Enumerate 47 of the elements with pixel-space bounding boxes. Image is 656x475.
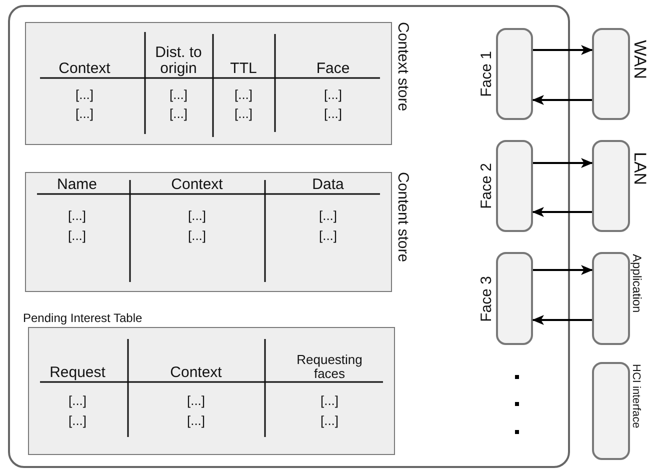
interface-label: WAN xyxy=(630,40,649,80)
arrow xyxy=(532,315,592,325)
table-cell: [...] xyxy=(234,88,253,102)
table-cell: [...] xyxy=(324,88,342,102)
table-cell: [...] xyxy=(188,228,206,243)
interface-label: LAN xyxy=(630,152,649,186)
arrow xyxy=(533,45,593,55)
column-header: TTL xyxy=(229,60,258,76)
table-cell: [...] xyxy=(68,228,86,243)
table-cell: [...] xyxy=(68,208,86,223)
interface-label: HCI interface xyxy=(630,364,642,428)
table-cell: [...] xyxy=(320,394,339,408)
arrow xyxy=(532,207,592,217)
table-cell: [...] xyxy=(188,208,206,223)
face-label: Face 3 xyxy=(478,276,495,322)
table-title: Pending Interest Table xyxy=(23,312,142,325)
column-header: Requesting faces xyxy=(296,353,364,380)
table-title: Content store xyxy=(394,172,410,262)
table-cell: [...] xyxy=(324,106,342,121)
column-header: Context xyxy=(170,176,224,192)
column-header: Data xyxy=(311,176,345,192)
column-header: Context xyxy=(169,364,223,380)
table-cell: [...] xyxy=(68,414,87,428)
column-header: Name xyxy=(56,176,98,192)
table-cell: [...] xyxy=(169,106,188,121)
face-label: Face 1 xyxy=(478,51,495,97)
table-cell: [...] xyxy=(318,208,338,223)
column-header: Face xyxy=(315,60,351,76)
arrow xyxy=(533,158,593,168)
interface-label: Application xyxy=(630,254,644,313)
column-header: Request xyxy=(48,364,106,380)
arrow xyxy=(532,95,592,105)
table-cell: [...] xyxy=(75,88,94,102)
face-label: Face 2 xyxy=(478,163,495,209)
table-cell: [...] xyxy=(75,106,94,121)
table-cell: [...] xyxy=(234,106,253,121)
table-cell: [...] xyxy=(68,394,87,408)
table-cell: [...] xyxy=(318,228,338,243)
arrow xyxy=(533,265,593,275)
column-header: Context xyxy=(58,60,112,76)
table-cell: [...] xyxy=(320,414,339,428)
router-frame xyxy=(8,5,570,468)
table-cell: [...] xyxy=(186,414,206,428)
table-title: Context store xyxy=(394,22,410,112)
table-cell: [...] xyxy=(169,88,188,102)
table-cell: [...] xyxy=(186,394,206,408)
column-header: Dist. to origin xyxy=(154,45,203,76)
